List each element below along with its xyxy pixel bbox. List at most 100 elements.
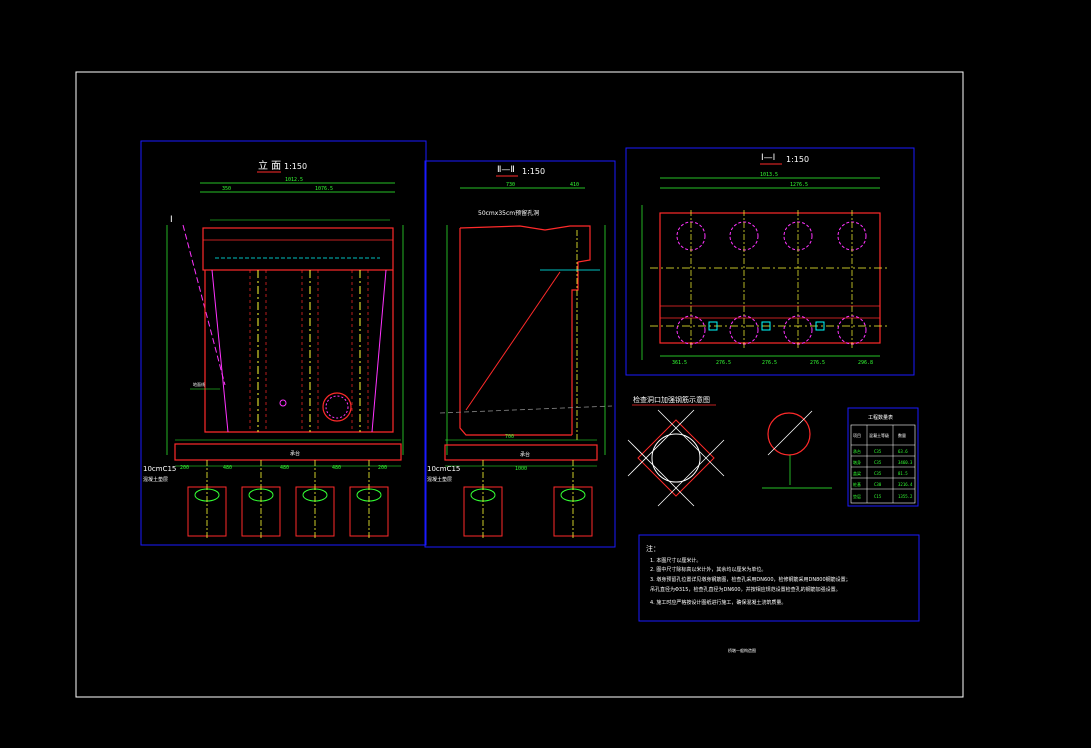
table-header: 项目 [853, 432, 861, 438]
dimension-label: 276.5 [810, 360, 825, 366]
table-viewport [847, 407, 919, 507]
ground-line-label: 地面线 [193, 381, 205, 387]
dimension-label: 276.5 [762, 360, 777, 366]
table-cell: 63.6 [898, 449, 908, 454]
dimension-label: 1276.5 [790, 182, 808, 188]
notes-block: 注： 1. 本图尺寸以厘米计。 2. 图中尺寸除标高以米计外，其余均以厘米为单位… [638, 534, 920, 622]
section-i-scale: 1:150 [786, 155, 809, 164]
table-title: 工程数量表 [868, 414, 893, 421]
elevation-scale: 1:150 [284, 162, 307, 171]
dimension-label: 1076.5 [315, 186, 333, 192]
section-ii-view: Ⅱ—Ⅱ 1:150 730 410 50cmx35cm预留孔洞 承台 700 1… [424, 160, 616, 548]
rebar-diagonal [657, 439, 725, 507]
table-cell: C35 [874, 471, 882, 476]
cushion-note: 混凝土垫层 [143, 476, 168, 483]
pier-body-outline [204, 270, 394, 433]
quantities-table: 工程数量表 项目 混凝土等级 数量 承台 C35 63.6 墩身 C35 346… [847, 407, 919, 507]
table-cell: 桩基 [853, 481, 861, 487]
note-line: 1. 本图尺寸以厘米计。 [650, 557, 701, 564]
ground-line [439, 405, 613, 414]
inspection-hole [322, 392, 352, 422]
dimension-label: 1012.5 [285, 177, 303, 183]
cushion-note: 混凝土垫层 [427, 476, 452, 483]
rebar-diagonal [767, 410, 813, 456]
pier-section-outline [459, 228, 572, 436]
footing [174, 443, 402, 461]
dimension-label: 276.5 [716, 360, 731, 366]
note-line: 4. 施工时应严格按设计图纸进行施工，确保混凝土浇筑质量。 [650, 599, 786, 606]
sheet-frame [75, 71, 964, 698]
dimension-label: 350 [222, 186, 231, 192]
section-i-title: I—I [761, 153, 775, 163]
table-cell: 3216.4 [898, 482, 913, 487]
section-i-viewport [625, 147, 915, 376]
note-line: 2. 图中尺寸除标高以米计外，其余均以厘米为单位。 [650, 566, 766, 573]
dimension-label: 200 [378, 465, 387, 471]
dimension-label: 700 [505, 434, 514, 440]
elevation-view: 立 面 1:150 1012.5 350 1076.5 I [140, 140, 427, 546]
pier-taper [371, 269, 387, 433]
section-marker: I [170, 215, 173, 225]
table-cell: C35 [874, 449, 882, 454]
dimension-label: 410 [570, 182, 579, 188]
table-cell: 1355.2 [898, 494, 913, 499]
table-cell: 墩身 [853, 459, 861, 465]
cushion-note: 10cmC15 [143, 465, 176, 473]
elevation-viewport [140, 140, 427, 546]
plan-outline [659, 212, 881, 344]
note-line: 吊孔直径为Φ315，检查孔直径为DN600，并按相应规范设置检查孔的钢筋加强设置… [650, 586, 841, 593]
dimension-label: 480 [280, 465, 289, 471]
table-grid [850, 424, 916, 504]
footing-label: 承台 [520, 451, 530, 458]
table-cell: C15 [874, 494, 882, 499]
section-ii-title: Ⅱ—Ⅱ [497, 165, 515, 175]
notes-viewport [638, 534, 920, 622]
pier-taper [211, 269, 229, 433]
table-cell: 盖梁 [853, 470, 861, 476]
bearing-pad [761, 321, 771, 331]
table-cell: 81.5 [898, 471, 908, 476]
footer-label: 桥墩一般构造图 [728, 647, 756, 653]
bearing-pad [708, 321, 718, 331]
hole-circle [767, 412, 811, 456]
section-i-view: I—I 1:150 1013.5 1276.5 361. [625, 147, 915, 376]
table-header: 数量 [898, 432, 906, 438]
table-cell: 垫层 [853, 493, 861, 499]
footing-label: 承台 [290, 450, 300, 457]
detail-view: 检查洞口加强钢筋示意图 [627, 395, 832, 507]
table-cell: 3460.3 [898, 460, 913, 465]
opening-label: 50cmx35cm预留孔洞 [478, 209, 539, 217]
section-ii-viewport [424, 160, 616, 548]
dimension-label: 1000 [515, 466, 527, 472]
table-cell: 承台 [853, 448, 861, 454]
opening-marker [279, 399, 287, 407]
rebar-diagonal [627, 439, 695, 507]
rebar-diagonal [627, 409, 695, 477]
elevation-title: 立 面 [258, 159, 281, 172]
dimension-label: 361.5 [672, 360, 687, 366]
dimension-label: 480 [223, 465, 232, 471]
detail-title: 检查洞口加强钢筋示意图 [633, 395, 710, 404]
pier-diagonal [465, 271, 561, 411]
dimension-label: 730 [506, 182, 515, 188]
note-line: 3. 墩身预留孔位置详见墩身钢筋图，检查孔采用DN600，检修钢筋采用DN800… [650, 576, 851, 583]
dimension-label: 200 [180, 465, 189, 471]
dimension-label: 1013.5 [760, 172, 778, 178]
section-ii-scale: 1:150 [522, 167, 545, 176]
notes-title: 注： [646, 544, 660, 553]
table-header: 混凝土等级 [869, 432, 889, 438]
footing [444, 444, 598, 461]
table-cell: C30 [874, 482, 882, 487]
cap-beam [202, 227, 394, 271]
hole-circle [651, 433, 701, 483]
rebar-square [637, 419, 715, 497]
table-cell: C35 [874, 460, 882, 465]
dimension-label: 296.8 [858, 360, 873, 366]
bearing-pad [815, 321, 825, 331]
cushion-note: 10cmC15 [427, 465, 460, 473]
inspection-hole-rebar [325, 395, 349, 419]
rebar-diagonal [657, 409, 725, 477]
section-cut-line [182, 224, 226, 386]
cap-profile [459, 225, 591, 435]
